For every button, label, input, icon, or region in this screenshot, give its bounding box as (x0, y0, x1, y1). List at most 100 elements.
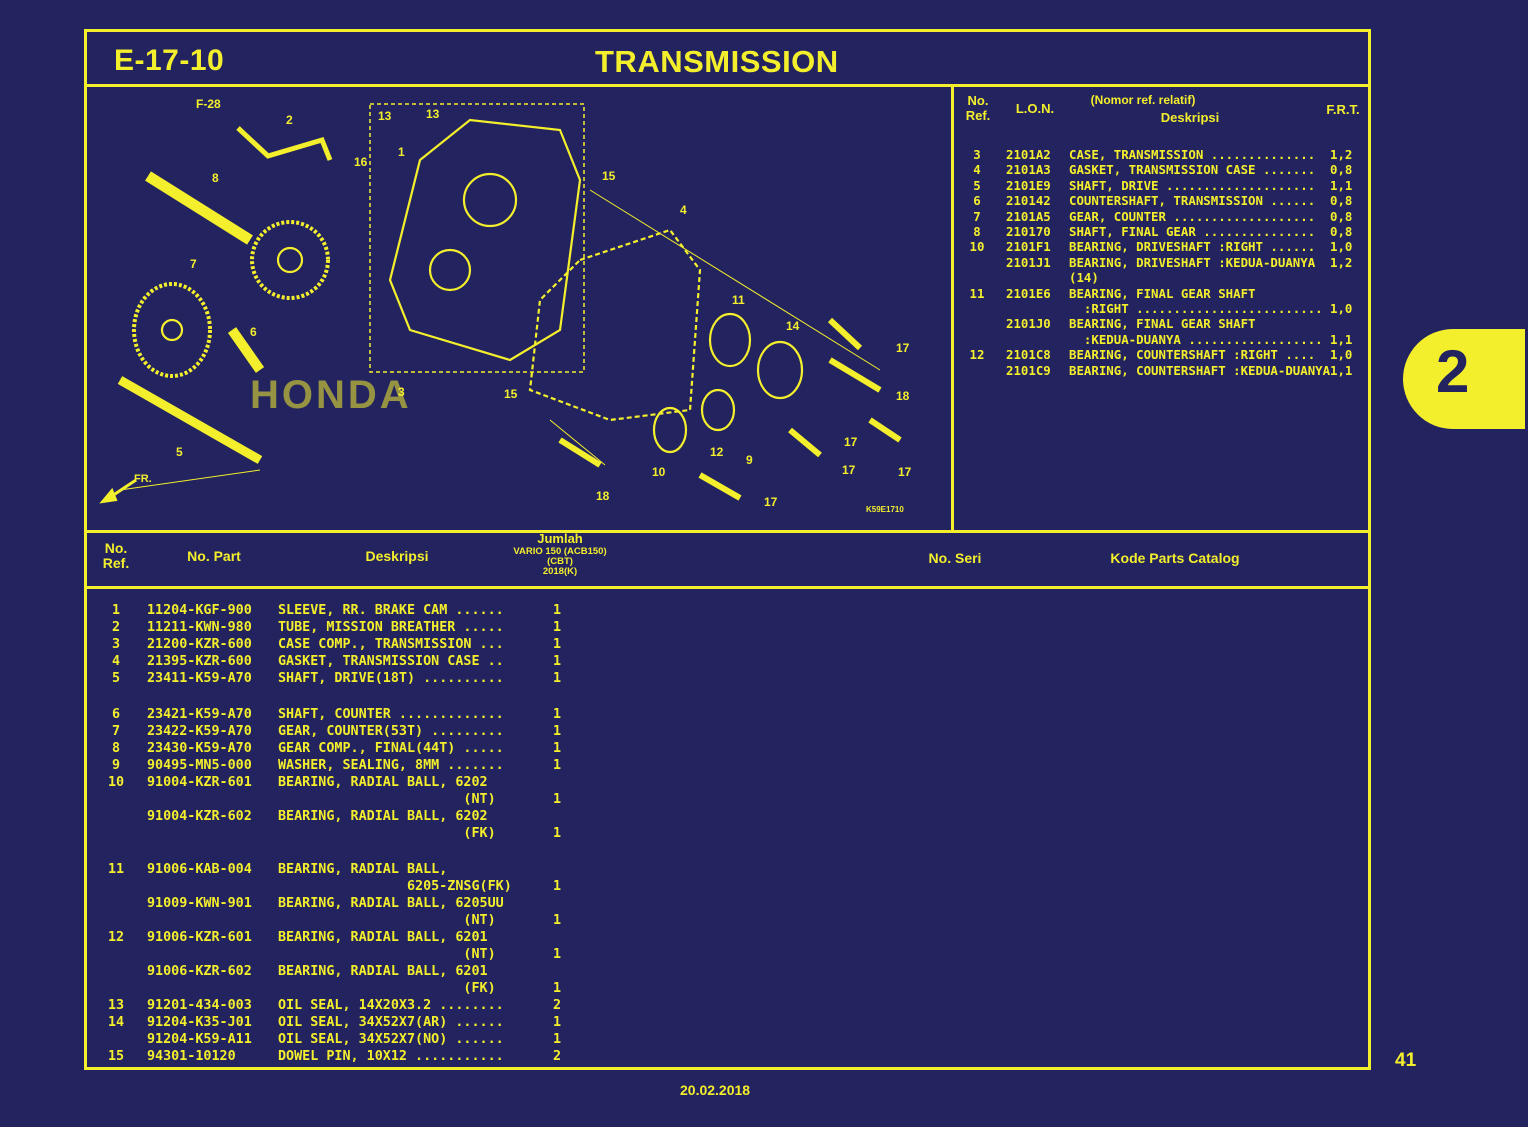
lon-cell-frt: 1,1 (1330, 331, 1353, 347)
part-cell-part: 90495-MN5-000 (147, 758, 252, 773)
lon-cell-lon: 210170 (1006, 224, 1051, 239)
case-group-box (369, 103, 585, 373)
part-cell-desc: (FK) (278, 981, 496, 996)
part-cell-part: 91006-KZR-601 (147, 930, 252, 945)
part-cell-part: 91004-KZR-601 (147, 775, 252, 790)
part-cell-desc: OIL SEAL, 34X52X7(NO) ...... (278, 1032, 504, 1047)
header-divider (84, 84, 1371, 87)
callout-18: 18 (896, 389, 910, 403)
lon-header-ref: No. Ref. (965, 93, 991, 123)
part-cell-qty: 2 (552, 1049, 562, 1064)
lon-cell-desc: (14) (1069, 270, 1099, 286)
callout-7: 7 (190, 257, 197, 271)
callout-3: 3 (398, 385, 405, 399)
lon-cell-lon: 2101A5 (1006, 208, 1051, 224)
bearing-14 (756, 340, 804, 400)
exploded-diagram: HONDA (99, 97, 912, 514)
lon-cell-frt: 1,0 (1330, 301, 1353, 316)
part-cell-qty: 1 (552, 724, 562, 739)
lon-cell-ref: 4 (973, 162, 981, 178)
diagram-divider (84, 530, 1371, 533)
bearing-10 (652, 406, 688, 454)
callout-13: 13 (426, 107, 440, 121)
part-cell-qty: 1 (552, 826, 562, 841)
lon-cell-desc: BEARING, DRIVESHAFT :RIGHT ...... (1069, 239, 1316, 255)
callout-18: 18 (596, 489, 610, 503)
lon-cell-desc: SHAFT, FINAL GEAR ............... (1069, 224, 1316, 239)
diagram-lon-divider (951, 84, 954, 532)
part-cell-ref: 3 (111, 637, 121, 652)
part-cell-desc: SLEEVE, RR. BRAKE CAM ...... (278, 603, 504, 618)
lon-header-desc-2: Deskripsi (1160, 110, 1220, 125)
callout-16: 16 (354, 155, 368, 169)
lon-header-frt: F.R.T. (1326, 102, 1360, 117)
callout-15: 15 (602, 169, 616, 183)
lon-header-desc-1: (Nomor ref. relatif) (1090, 93, 1196, 107)
bearing-12 (700, 388, 736, 432)
part-cell-part: 11211-KWN-980 (147, 620, 252, 635)
part-cell-qty: 1 (552, 671, 562, 686)
part-cell-desc: SHAFT, COUNTER ............. (278, 707, 504, 722)
lon-cell-frt: 1,0 (1330, 239, 1353, 255)
part-cell-desc: BEARING, RADIAL BALL, 6205UU (278, 896, 504, 911)
honda-watermark: HONDA (250, 373, 412, 417)
part-cell-ref: 13 (107, 998, 125, 1013)
part-cell-desc: GEAR, COUNTER(53T) ......... (278, 724, 504, 739)
lon-cell-ref: 6 (973, 193, 981, 209)
part-cell-part: 21395-KZR-600 (147, 654, 252, 669)
part-cell-qty: 1 (552, 1032, 562, 1047)
lon-cell-frt: 1,1 (1330, 362, 1353, 378)
callout-17: 17 (844, 435, 858, 449)
transmission-case (388, 118, 582, 362)
lon-cell-frt: 0,8 (1330, 208, 1353, 224)
drive-shaft (117, 376, 263, 464)
part-cell-part: 23430-K59-A70 (147, 741, 252, 756)
part-cell-desc: DOWEL PIN, 10X12 ........... (278, 1049, 504, 1064)
counter-gear (132, 282, 212, 378)
part-cell-ref: 8 (111, 741, 121, 756)
lon-cell-lon: 2101E9 (1006, 177, 1051, 193)
lon-cell-ref: 3 (973, 147, 981, 162)
parts-header-catalog: Kode Parts Catalog (1110, 550, 1240, 566)
part-cell-qty: 1 (552, 654, 562, 669)
part-cell-ref: 1 (111, 603, 121, 618)
part-cell-desc: (NT) (278, 913, 496, 928)
lon-cell-desc: :KEDUA-DUANYA .................. (1069, 331, 1323, 347)
callout-15: 15 (504, 387, 518, 401)
lon-cell-frt: 1,2 (1330, 147, 1353, 162)
part-cell-qty: 1 (552, 947, 562, 962)
callout-1: 1 (398, 145, 405, 159)
part-cell-part: 11204-KGF-900 (147, 603, 252, 618)
lon-cell-lon: 210142 (1006, 193, 1051, 209)
part-cell-desc: BEARING, RADIAL BALL, 6202 (278, 775, 488, 790)
callout-6: 6 (250, 325, 257, 339)
part-cell-part: 23421-K59-A70 (147, 707, 252, 722)
parts-header-serial: No. Seri (928, 550, 982, 566)
page-frame (84, 29, 1371, 1070)
bolt-a (827, 317, 863, 351)
callout-8: 8 (212, 171, 219, 185)
part-cell-desc: BEARING, RADIAL BALL, 6201 (278, 930, 488, 945)
callout-17: 17 (898, 465, 912, 479)
bolt-e (698, 472, 742, 501)
part-cell-desc: WASHER, SEALING, 8MM ....... (278, 758, 504, 773)
bolt-f (788, 427, 822, 458)
callout-14: 14 (786, 319, 800, 333)
part-cell-part: 91006-KZR-602 (147, 964, 252, 979)
part-cell-part: 91004-KZR-602 (147, 809, 252, 824)
callout-11: 11 (732, 293, 745, 307)
part-cell-part: 21200-KZR-600 (147, 637, 252, 652)
parts-header-desc: Deskripsi (365, 548, 429, 564)
case-gasket (528, 228, 702, 422)
parts-header-divider (84, 586, 1371, 589)
callout-12: 12 (710, 445, 724, 459)
part-cell-desc: BEARING, RADIAL BALL, 6201 (278, 964, 488, 979)
lon-cell-desc: BEARING, DRIVESHAFT :KEDUA-DUANYA (1069, 254, 1316, 270)
lon-cell-desc: :RIGHT ......................... (1069, 301, 1323, 316)
section-tab[interactable] (1403, 329, 1525, 429)
lon-cell-lon: 2101A2 (1006, 147, 1051, 162)
lon-cell-ref: 12 (969, 347, 985, 363)
lon-cell-ref: 11 (969, 285, 985, 301)
callout-13: 13 (378, 109, 392, 123)
lon-cell-frt: 0,8 (1330, 162, 1353, 178)
